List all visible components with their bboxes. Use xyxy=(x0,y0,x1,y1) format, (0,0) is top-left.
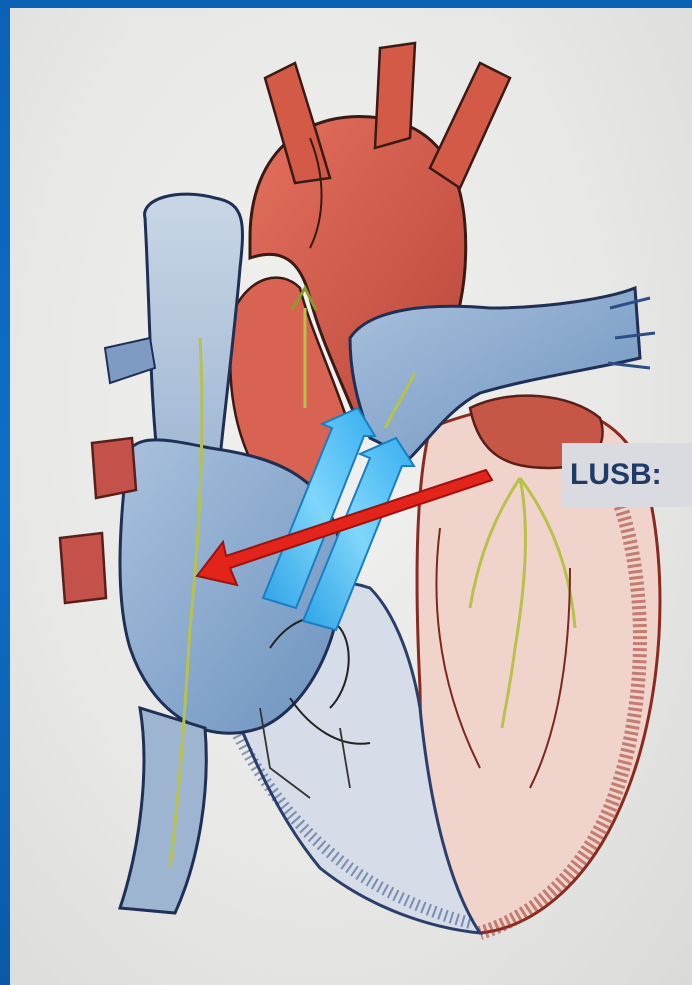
inferior-vena-cava xyxy=(120,708,206,913)
pulmonary-vein-lower xyxy=(60,533,106,603)
superior-vena-cava xyxy=(145,194,243,478)
lusb-label: LUSB: xyxy=(570,458,662,492)
aortic-branch-3 xyxy=(430,63,510,188)
annotation-label: LUSB: xyxy=(562,443,692,507)
aortic-branch-2 xyxy=(375,43,415,148)
pulmonary-vein-upper xyxy=(92,438,136,498)
